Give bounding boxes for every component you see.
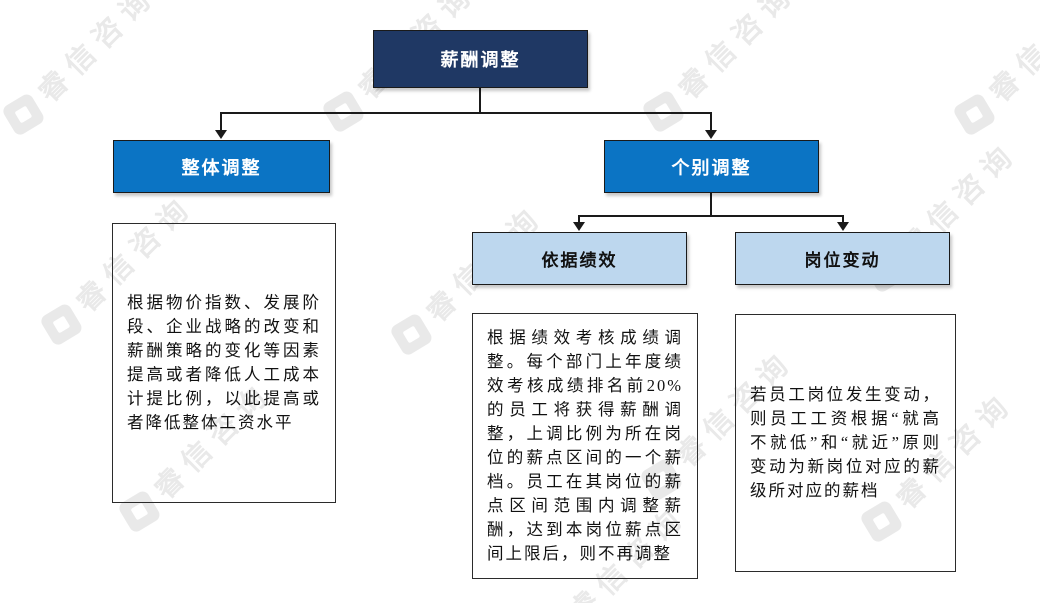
- arrow-down-icon: [215, 130, 227, 139]
- description-text: 根据绩效考核成绩调整。每个部门上年度绩效考核成绩排名前20%的员工将获得薪酬调整…: [487, 328, 683, 563]
- overall-adjustment-description: 根据物价指数、发展阶段、企业战略的改变和薪酬策略的变化等因素提高或者降低人工成本…: [112, 223, 336, 503]
- arrow-down-icon: [837, 222, 849, 231]
- node-label: 个别调整: [671, 157, 752, 178]
- position-change-node: 岗位变动: [735, 232, 950, 285]
- overall-adjustment-node: 整体调整: [113, 140, 330, 193]
- node-label: 整体调整: [181, 157, 262, 178]
- connector-line: [220, 112, 222, 131]
- arrow-down-icon: [705, 130, 717, 139]
- connector-line: [578, 215, 844, 217]
- ruixin-logo-icon: [951, 91, 997, 137]
- ruixin-logo-icon: [0, 91, 46, 137]
- position-change-description: 若员工岗位发生变动，则员工工资根据“就高不就低”和“就近”原则变动为新岗位对应的…: [735, 314, 956, 572]
- node-label: 薪酬调整: [440, 50, 521, 70]
- watermark: 睿信咨询: [948, 0, 1040, 141]
- watermark: 睿信咨询: [637, 0, 805, 138]
- ruixin-logo-icon: [38, 301, 84, 347]
- watermark-text: 睿信咨询: [983, 0, 1040, 109]
- description-text: 若员工岗位发生变动，则员工工资根据“就高不就低”和“就近”原则变动为新岗位对应的…: [750, 385, 941, 500]
- arrow-down-icon: [573, 222, 585, 231]
- connector-line: [220, 112, 712, 114]
- connector-line: [710, 112, 712, 131]
- watermark: 睿信咨询: [0, 0, 164, 141]
- node-label: 岗位变动: [804, 251, 881, 270]
- performance-description: 根据绩效考核成绩调整。每个部门上年度绩效考核成绩排名前20%的员工将获得薪酬调整…: [472, 313, 698, 579]
- performance-based-node: 依据绩效: [472, 232, 687, 285]
- individual-adjustment-node: 个别调整: [604, 140, 819, 193]
- connector-line: [842, 215, 844, 223]
- node-label: 依据绩效: [541, 251, 618, 270]
- watermark-text: 睿信咨询: [32, 0, 163, 109]
- salary-adjustment-root-node: 薪酬调整: [373, 30, 588, 88]
- connector-line: [710, 193, 712, 216]
- watermark-text: 睿信咨询: [672, 0, 803, 106]
- ruixin-logo-icon: [388, 311, 434, 357]
- connector-line: [479, 88, 481, 113]
- connector-line: [578, 215, 580, 223]
- description-text: 根据物价指数、发展阶段、企业战略的改变和薪酬策略的变化等因素提高或者降低人工成本…: [127, 293, 321, 432]
